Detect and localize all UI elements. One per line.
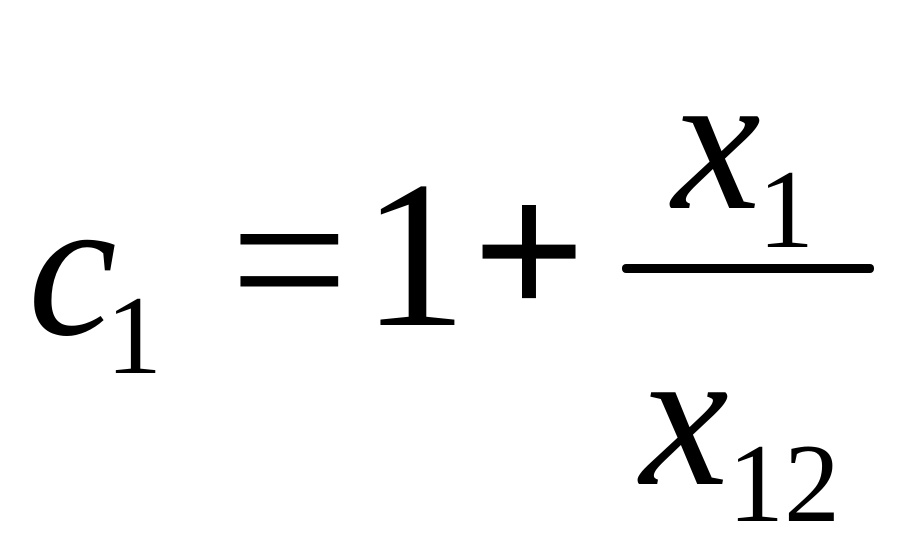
numerator-variable: x (672, 31, 761, 252)
denominator-subscript: 12 (728, 422, 840, 546)
lhs-variable: c (28, 157, 117, 378)
constant-one: 1 (362, 139, 467, 371)
plus-sign: + (472, 141, 586, 362)
denominator-variable: x (640, 307, 729, 528)
numerator-subscript: 1 (758, 148, 814, 272)
fraction-bar (622, 264, 874, 273)
equals-sign: = (230, 144, 349, 376)
lhs-subscript: 1 (106, 274, 162, 398)
